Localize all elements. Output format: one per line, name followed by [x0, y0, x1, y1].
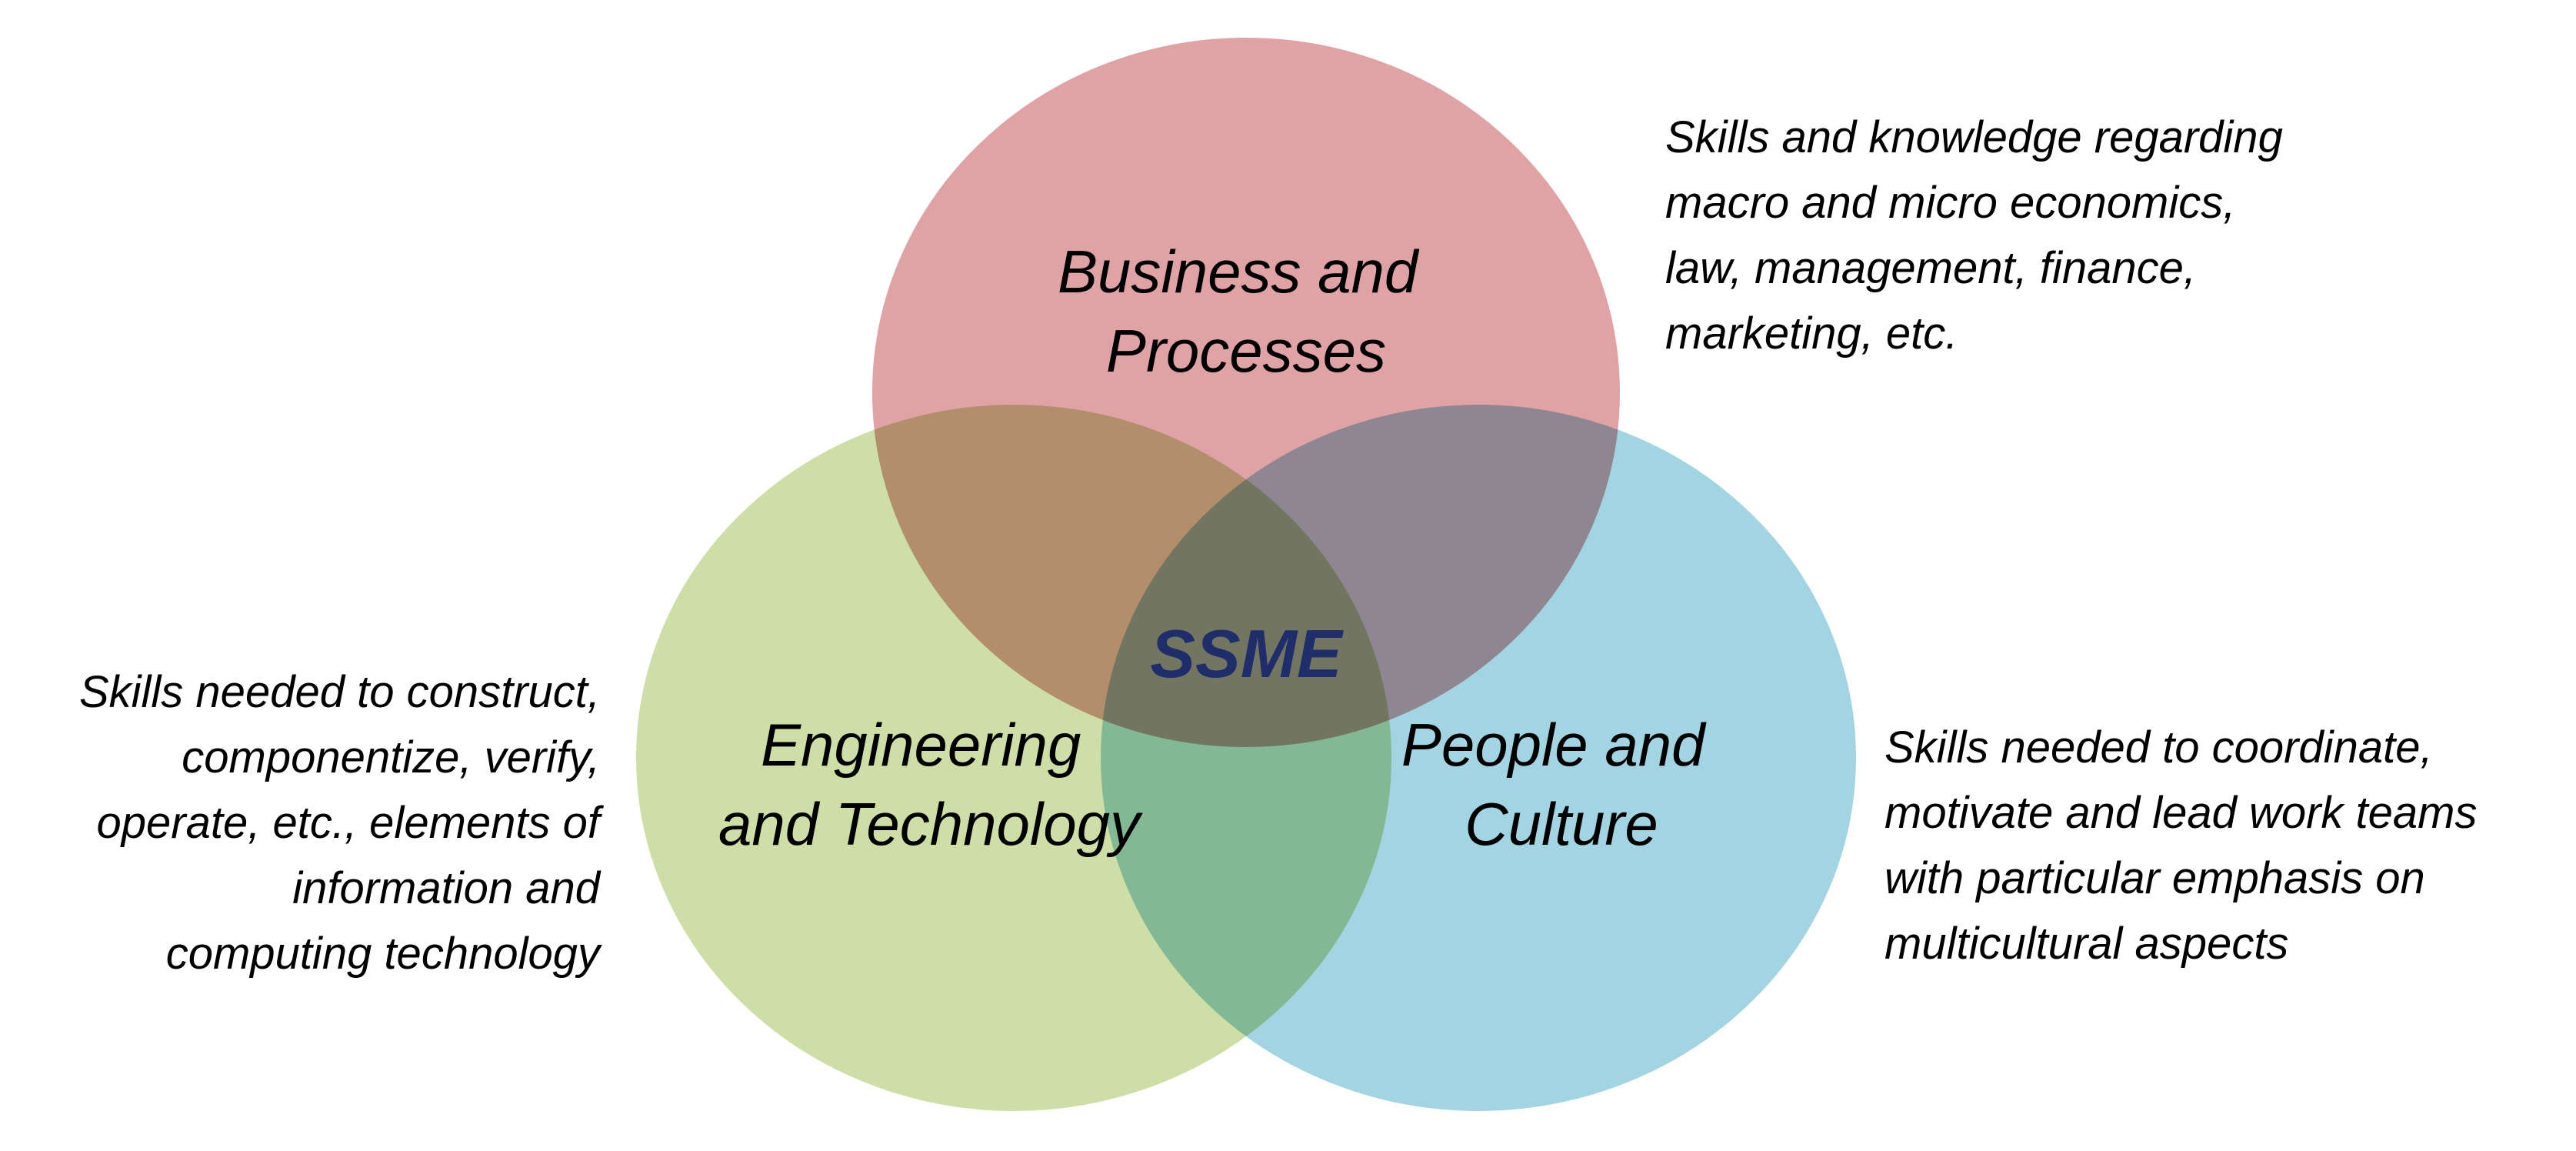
description-line: multicultural aspects: [1885, 919, 2289, 969]
engineering-technology-title-line: Engineering: [761, 711, 1081, 779]
people-culture-title-line: People and: [1401, 711, 1707, 779]
description-line: information and: [292, 863, 600, 913]
description-line: macro and micro economics,: [1665, 178, 2236, 228]
people-culture-description: Skills needed to coordinate, motivate an…: [1885, 715, 2477, 976]
description-line: Skills needed to construct,: [78, 667, 600, 717]
engineering-technology-title-line: and Technology: [718, 790, 1143, 858]
description-line: operate, etc., elements of: [96, 798, 600, 848]
ssme-center-label: SSME: [1150, 616, 1344, 692]
description-line: marketing, etc.: [1665, 309, 1958, 359]
description-line: motivate and lead work teams: [1885, 788, 2478, 838]
engineering-technology-title: Engineering and Technology: [718, 711, 1143, 858]
people-culture-title-line: Culture: [1465, 790, 1658, 858]
people-culture-title: People and Culture: [1401, 711, 1721, 858]
engineering-technology-description: Skills needed to construct, componentize…: [23, 659, 600, 986]
people-culture-circle: [1095, 399, 1862, 1117]
business-processes-title-line: Business and: [1058, 238, 1420, 305]
description-line: componentize, verify,: [182, 732, 600, 782]
description-line: law, management, finance,: [1665, 243, 2196, 293]
business-processes-description: Skills and knowledge regarding macro and…: [1665, 105, 2283, 366]
business-processes-title-line: Processes: [1106, 317, 1386, 385]
description-line: with particular emphasis on: [1885, 853, 2425, 903]
description-line: Skills needed to coordinate,: [1885, 722, 2433, 772]
description-line: Skills and knowledge regarding: [1665, 112, 2283, 162]
business-processes-title: Business and Processes: [1058, 238, 1435, 385]
description-line: computing technology: [165, 929, 600, 979]
